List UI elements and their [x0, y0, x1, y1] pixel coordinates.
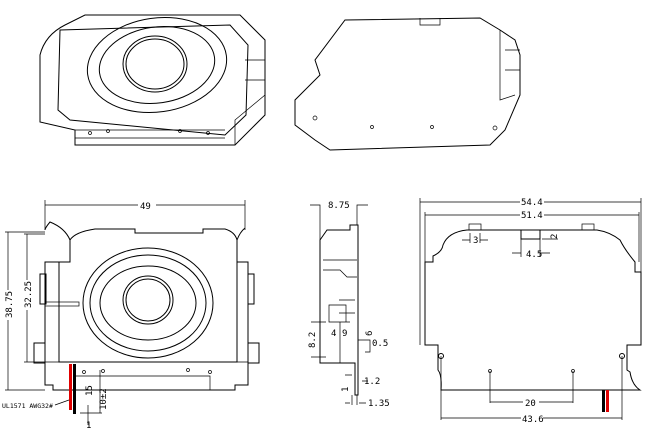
- front-view: 49 38.75 32.25 15 10±2 1 UL1571 AWG32#: [2, 200, 260, 431]
- wire-label: UL1571 AWG32#: [2, 402, 53, 410]
- dim-inner-width: 51.4: [521, 211, 543, 221]
- dim-notch-depth: 2: [550, 234, 560, 239]
- dim-body-height: 32.25: [24, 281, 34, 308]
- rear-view: 54.4 51.4 3 4.5 2 20 43.6: [419, 196, 642, 425]
- red-wire: [69, 364, 72, 410]
- dim-wire-1: 1: [86, 421, 91, 431]
- dim-outer-width: 54.4: [521, 198, 543, 208]
- dim-mount-spacing: 43.6: [522, 415, 544, 425]
- dim-hole-spacing: 20: [525, 399, 536, 409]
- dim-tab-width: 3: [473, 236, 478, 246]
- dim-1: 1: [341, 387, 351, 392]
- dim-thickness: 8.75: [328, 201, 350, 211]
- side-view: 8.75 4 9 8.2 6 0.5 1 1.2 1.35: [308, 201, 390, 409]
- dim-wire-10: 10±2: [99, 388, 109, 410]
- dim-6: 6: [365, 331, 375, 336]
- black-wire-rear: [602, 390, 605, 412]
- isometric-front-view: [39, 14, 266, 146]
- dim-1-2: 1.2: [364, 377, 380, 387]
- dim-wire-15: 15: [85, 385, 95, 396]
- dim-9: 9: [342, 329, 347, 339]
- dim-total-height: 38.75: [5, 291, 15, 318]
- red-wire-rear: [606, 390, 609, 412]
- black-wire: [73, 364, 76, 414]
- isometric-rear-view: [294, 17, 521, 151]
- dim-8-2: 8.2: [308, 332, 318, 348]
- dim-notch-width: 4.5: [526, 250, 542, 260]
- dim-4: 4: [331, 329, 336, 339]
- dim-1-35: 1.35: [368, 399, 390, 409]
- dim-0-5: 0.5: [372, 339, 388, 349]
- dim-width: 49: [140, 202, 151, 212]
